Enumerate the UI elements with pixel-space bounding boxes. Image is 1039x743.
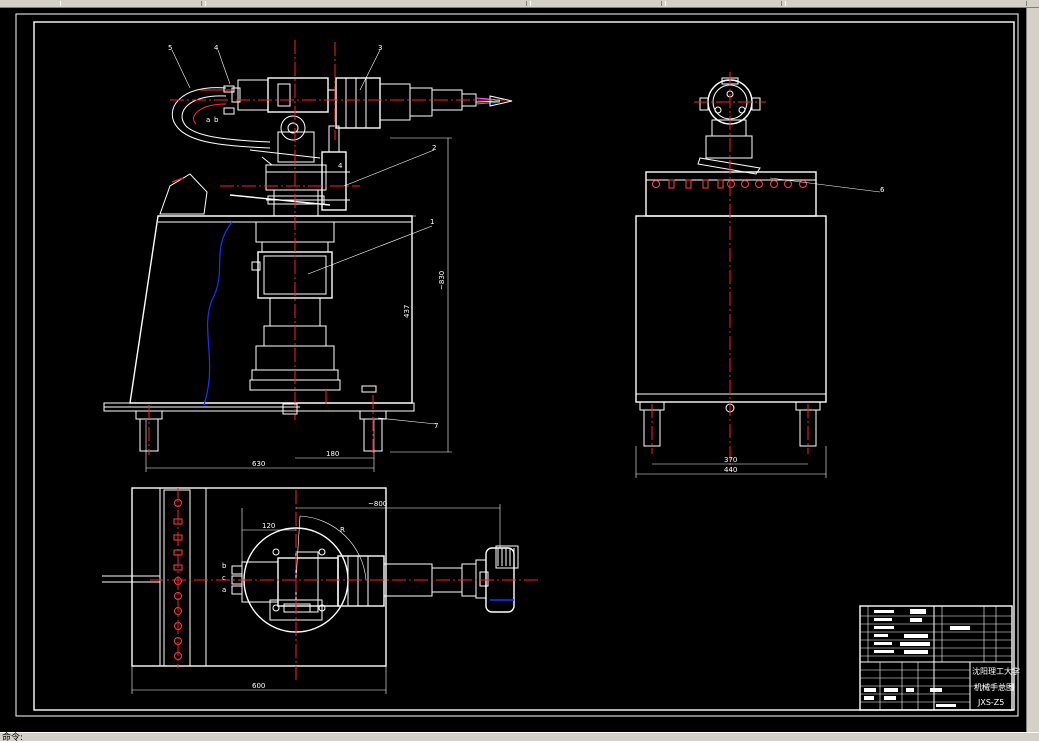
front-view bbox=[103, 40, 513, 455]
callout-4b: 4 bbox=[338, 162, 343, 170]
command-prompt: 命令: bbox=[2, 733, 24, 743]
dim-plan-angle: R bbox=[340, 526, 345, 534]
front-dimensions: ~830 437 630 180 bbox=[145, 137, 452, 472]
arm-cylinder bbox=[267, 77, 329, 113]
side-panel-holes bbox=[652, 179, 807, 189]
callout-5: 5 bbox=[168, 44, 172, 52]
plan-hose-label-c: c bbox=[222, 574, 226, 582]
dim-total-height: ~830 bbox=[438, 271, 446, 290]
side-view bbox=[635, 72, 827, 470]
dim-side-inner: 370 bbox=[724, 456, 737, 464]
callout-2: 2 bbox=[432, 144, 436, 152]
plan-dimensions: 600 120 ~800 R b c a bbox=[131, 500, 501, 694]
title-block: 沈阳理工大学 机械手总图 JXS-Z5 bbox=[859, 605, 1020, 711]
side-dimensions: 370 440 6 bbox=[635, 177, 885, 478]
front-cabinet bbox=[129, 215, 413, 404]
vertical-scrollbar[interactable] bbox=[1026, 8, 1039, 732]
plan-hose-label-b: b bbox=[222, 562, 227, 570]
callout-3: 3 bbox=[378, 44, 382, 52]
dim-plan-arm: 120 bbox=[262, 522, 275, 530]
hose-label-b: b bbox=[214, 116, 219, 124]
callout-6: 6 bbox=[880, 186, 885, 194]
command-line[interactable]: 命令: bbox=[0, 732, 1039, 743]
plan-view bbox=[102, 487, 538, 680]
title-org: 沈阳理工大学 bbox=[972, 666, 1020, 676]
title-drawing-name: 机械手总图 bbox=[974, 682, 1014, 692]
toolbar-strip bbox=[0, 0, 1039, 8]
dim-plan-reach: ~800 bbox=[368, 500, 387, 508]
callout-7: 7 bbox=[434, 422, 438, 430]
front-callouts: 5 4 3 2 1 7 4 a b bbox=[168, 44, 438, 430]
callout-1: 1 bbox=[430, 218, 434, 226]
callout-4a: 4 bbox=[214, 44, 219, 52]
hose-label-a: a bbox=[206, 116, 210, 124]
hidden-cable-line bbox=[203, 221, 233, 406]
drawing-canvas[interactable] bbox=[0, 8, 1026, 732]
side-cabinet bbox=[635, 215, 827, 403]
sheet-outer-frame bbox=[15, 13, 1019, 717]
plan-base-plate bbox=[131, 487, 387, 667]
dim-front-width: 630 bbox=[252, 460, 265, 468]
dim-front-offset: 180 bbox=[326, 450, 339, 458]
sheet-inner-frame bbox=[33, 21, 1015, 711]
dim-side-outer: 440 bbox=[724, 466, 737, 474]
dim-plan-width: 600 bbox=[252, 682, 265, 690]
title-drawing-code: JXS-Z5 bbox=[977, 698, 1004, 707]
plan-hose-label-a: a bbox=[222, 586, 226, 594]
dim-base-height: 437 bbox=[403, 305, 411, 318]
